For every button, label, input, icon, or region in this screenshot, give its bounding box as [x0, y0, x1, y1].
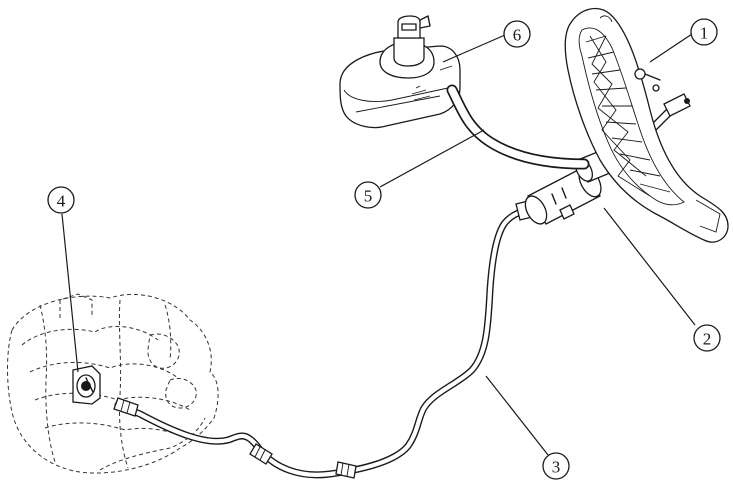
- fluid-reservoir: [339, 15, 461, 129]
- callout-6-label: 6: [513, 26, 522, 45]
- callout-2: 2: [693, 324, 721, 352]
- slave-cylinder: [72, 365, 101, 405]
- callout-5: 5: [354, 181, 382, 209]
- callout-4-label: 4: [57, 192, 66, 211]
- pressure-pipe: [113, 199, 537, 479]
- supply-hose: [446, 84, 590, 170]
- callout-1-label: 1: [700, 24, 709, 43]
- gearbox: [7, 293, 219, 474]
- callout-1: 1: [690, 18, 718, 46]
- clutch-pedal: [564, 7, 729, 243]
- leader-lines: [61, 33, 696, 456]
- callout-3: 3: [542, 452, 570, 480]
- callout-5-label: 5: [364, 187, 373, 206]
- callout-6: 6: [503, 20, 531, 48]
- callout-3-label: 3: [552, 458, 561, 477]
- callout-2-label: 2: [703, 330, 712, 349]
- callout-4: 4: [47, 186, 75, 214]
